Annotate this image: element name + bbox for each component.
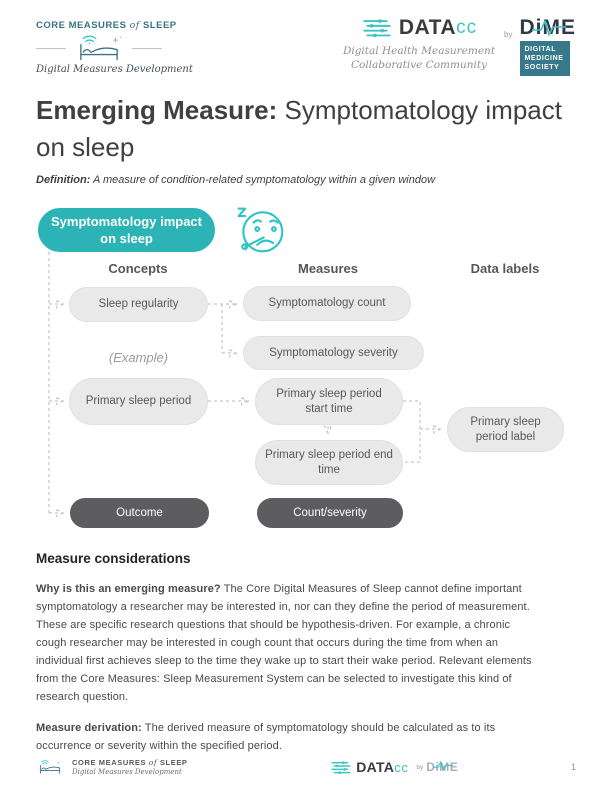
core-title-of: of: [129, 20, 140, 31]
p2-body: The derived measure of symptomatology sh…: [36, 722, 496, 752]
footer-core-subtitle: Digital Measures Development: [72, 768, 182, 776]
footer-datacc-cc: cc: [394, 759, 409, 775]
node-psp-end-time: Primary sleep period end time: [255, 440, 403, 485]
core-title-caps2: SLEEP: [142, 20, 177, 31]
node-outcome: Outcome: [70, 498, 209, 528]
footer-equalizer-icon: [331, 760, 351, 774]
dime-society-box: DIGITAL MEDICINE SOCIETY: [519, 41, 570, 76]
core-title-caps1: CORE MEASURES: [36, 20, 127, 31]
footer-core-caps1: CORE MEASURES: [72, 758, 147, 767]
core-measures-logo: CORE MEASURES of SLEEP: [36, 20, 193, 75]
dime-box-line2: MEDICINE: [524, 55, 564, 62]
node-primary-sleep-period: Primary sleep period: [69, 378, 208, 425]
footer-dime-ecg-icon: [433, 761, 454, 771]
definition-line: Definition: A measure of condition-relat…: [36, 174, 576, 186]
core-measures-title: CORE MEASURES of SLEEP: [36, 20, 176, 31]
datacc-wordmark: DATA: [398, 16, 457, 39]
footer-bed-icon: [39, 760, 61, 774]
measure-flow-diagram: Symptomatology impact on sleep Concepts …: [0, 200, 612, 548]
datacc-tagline-line2: Collaborative Community: [350, 58, 487, 71]
definition-text: A measure of condition-related symptomat…: [90, 174, 436, 186]
dime-ecg-icon: [531, 20, 566, 36]
page-title: Emerging Measure: Symptomatology impact …: [36, 92, 584, 166]
column-header-concepts: Concepts: [108, 261, 168, 276]
datacc-tagline: Digital Health Measurement Collaborative…: [343, 45, 495, 72]
dime-wordmark-text: DiME: [519, 16, 576, 39]
considerations-heading: Measure considerations: [36, 551, 191, 566]
footer-core-of: of: [148, 758, 158, 767]
p1-lead-in: Why is this an emerging measure?: [36, 583, 221, 595]
sick-face-icon: [237, 207, 284, 253]
footer-datacc-wordmark: DATA: [356, 759, 395, 775]
node-sleep-regularity: Sleep regularity: [69, 287, 208, 322]
dime-box-line3: SOCIETY: [524, 64, 560, 71]
page-footer: CORE MEASURES of SLEEP Digital Measures …: [36, 750, 576, 784]
node-symptomatology-count: Symptomatology count: [243, 286, 411, 321]
page-title-bold: Emerging Measure:: [36, 95, 278, 125]
node-psp-start-time: Primary sleep period start time: [255, 378, 403, 425]
p1-body: The Core Digital Measures of Sleep canno…: [36, 583, 532, 703]
p2-lead-in: Measure derivation:: [36, 722, 142, 734]
page-number: 1: [570, 762, 576, 772]
dime-wordmark: DiME: [520, 16, 577, 40]
footer-core-logo: CORE MEASURES of SLEEP Digital Measures …: [36, 756, 188, 778]
datacc-cc: cc: [456, 17, 478, 38]
example-label: (Example): [108, 350, 169, 365]
considerations-paragraph-1: Why is this an emerging measure? The Cor…: [36, 580, 542, 706]
bed-icon: [80, 35, 122, 61]
footer-core-caps2: SLEEP: [159, 758, 188, 767]
core-logo-divider: [36, 34, 162, 62]
definition-label: Definition:: [36, 174, 91, 186]
footer-by-label: by: [416, 763, 424, 771]
dime-box-line1: DIGITAL: [524, 46, 557, 53]
datacc-tagline-line1: Digital Health Measurement: [342, 45, 496, 57]
dime-logo: DiME DIGITAL MEDICINE SOCIETY: [519, 16, 577, 76]
footer-core-title: CORE MEASURES of SLEEP: [72, 758, 188, 767]
node-psp-label: Primary sleep period label: [447, 407, 564, 452]
page-header: CORE MEASURES of SLEEP: [36, 14, 576, 86]
measure-considerations-section: Measure considerations Why is this an em…: [36, 551, 542, 768]
considerations-paragraph-2: Measure derivation: The derived measure …: [36, 719, 542, 755]
footer-dime-wordmark: DiME: [426, 760, 458, 774]
node-count-severity: Count/severity: [257, 498, 403, 528]
by-label: by: [504, 30, 513, 39]
diagram-connectors: [48, 252, 612, 548]
node-symptomatology-severity: Symptomatology severity: [243, 336, 424, 370]
datacc-equalizer-icon: [363, 19, 391, 38]
root-node-symptomatology-impact: Symptomatology impact on sleep: [38, 208, 215, 252]
core-measures-subtitle: Digital Measures Development: [36, 64, 193, 75]
column-header-measures: Measures: [298, 261, 358, 276]
page-title-rest: Symptomatology impact on sleep: [36, 95, 562, 162]
column-header-data-labels: Data labels: [470, 261, 540, 276]
